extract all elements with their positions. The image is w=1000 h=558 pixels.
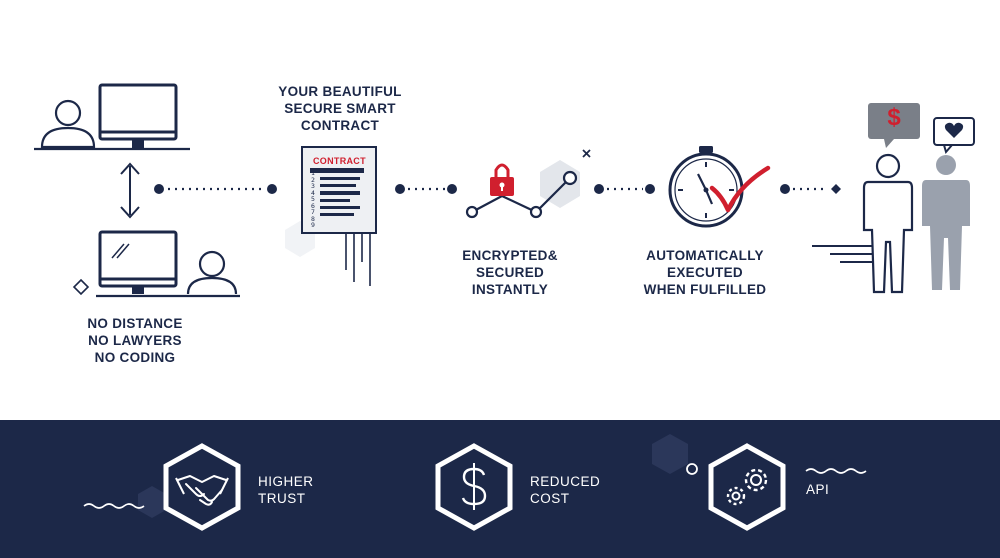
benefit-reduced-cost: REDUCED COST (530, 474, 601, 506)
dollar-symbol: $ (887, 104, 901, 131)
sender-party (34, 83, 190, 151)
line-number: 6 (311, 201, 315, 210)
ring-decoration (686, 463, 698, 475)
connector-dotted-line (154, 184, 277, 194)
lock-icon (490, 163, 514, 196)
encrypted-caption: ENCRYPTED& SECURED INSTANTLY (462, 248, 558, 297)
line-number: 3 (311, 182, 315, 190)
benefit-higher-trust: HIGHER TRUST (258, 474, 314, 506)
gears-icon (708, 443, 786, 531)
contract-doc-title: CONTRACT (313, 156, 366, 166)
line-number: 5 (311, 195, 315, 203)
clock-icon (668, 146, 744, 228)
wave-decoration (83, 503, 145, 509)
line-number: 7 (311, 208, 315, 216)
parties-caption: NO DISTANCE NO LAWYERS NO CODING (87, 316, 183, 365)
speech-bubble-heart (933, 117, 975, 155)
diamond-icon (72, 278, 90, 296)
person-outline-icon (862, 153, 914, 294)
benefits-graphics (83, 434, 867, 531)
heart-icon (944, 122, 964, 138)
benefit-api: API (806, 482, 830, 497)
contract-line-numbers: 1 2 3 4 5 6 7 8 9 (311, 170, 315, 229)
person-icon (198, 250, 226, 278)
person-gray-icon (922, 155, 970, 290)
double-arrow-icon (120, 162, 140, 219)
bg-hexagon (138, 486, 166, 518)
handshake-icon (163, 443, 241, 531)
executed-caption: AUTOMATICALLY EXECUTED WHEN FULFILLED (643, 248, 767, 297)
person-icon (54, 99, 82, 127)
line-number: 8 (311, 214, 315, 223)
connector-dotted-line (780, 184, 841, 194)
speech-bubble-dollar (868, 103, 920, 148)
dollar-icon (435, 443, 513, 531)
contract-document-icon (301, 146, 377, 286)
connector-dotted-line (395, 184, 457, 194)
line-number: 1 (311, 169, 315, 177)
encryption-chain-icon (465, 149, 591, 219)
checkmark-icon (709, 165, 771, 213)
bg-hexagon (652, 434, 688, 474)
receiver-party (72, 230, 240, 298)
workflow-graphics (34, 83, 975, 298)
contract-heading: YOUR BEAUTIFUL SECURE SMART CONTRACT (278, 84, 402, 133)
close-icon (582, 149, 591, 158)
connector-dotted-line (594, 184, 655, 194)
line-number: 4 (311, 188, 315, 197)
line-number: 2 (311, 175, 315, 184)
workflow-panel: CONTRACT 1 2 3 4 5 6 7 8 9 $ YOUR BEAUTI… (34, 83, 975, 365)
benefits-bar: HIGHER TRUST REDUCED COST API (0, 420, 1000, 558)
line-number: 9 (311, 221, 315, 229)
wave-decoration (805, 468, 867, 474)
